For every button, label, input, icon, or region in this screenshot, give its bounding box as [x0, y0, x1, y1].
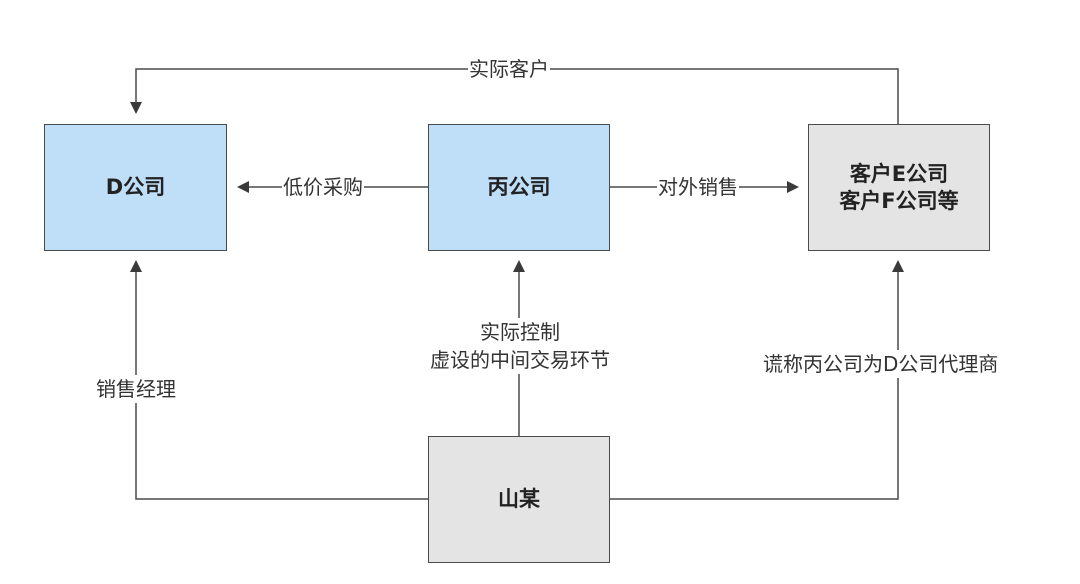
node-d-company-label: D公司 [105, 175, 166, 199]
edge-label-sales-manager: 销售经理 [95, 375, 177, 403]
edge-label-false-claim: 谎称丙公司为D公司代理商 [762, 350, 1000, 378]
node-bing-company-label: 丙公司 [487, 175, 551, 199]
edge-label-external-sales-text: 对外销售 [658, 175, 738, 199]
edge-label-actual-control: 实际控制 虚设的中间交易环节 [409, 318, 631, 374]
node-customers-line2: 客户F公司等 [839, 188, 959, 213]
edge-label-false-claim-text: 谎称丙公司为D公司代理商 [763, 352, 999, 376]
edge-sales-manager [130, 260, 428, 500]
edge-label-actual-customer-text: 实际客户 [469, 57, 549, 81]
edge-label-actual-control-line2: 虚设的中间交易环节 [430, 348, 610, 372]
node-shan: 山某 [428, 436, 610, 563]
edge-false-claim [610, 260, 904, 500]
edge-label-actual-customer: 实际客户 [468, 55, 550, 83]
node-d-company: D公司 [44, 124, 227, 251]
edge-label-external-sales: 对外销售 [657, 173, 739, 201]
node-customers: 客户E公司 客户F公司等 [808, 124, 990, 251]
edge-label-actual-control-line1: 实际控制 [480, 320, 560, 344]
node-bing-company: 丙公司 [428, 124, 610, 251]
edge-label-low-price-purchase-text: 低价采购 [283, 175, 363, 199]
node-customers-line1: 客户E公司 [849, 161, 949, 186]
node-shan-label: 山某 [498, 487, 540, 511]
edge-label-low-price-purchase: 低价采购 [282, 173, 364, 201]
edge-label-sales-manager-text: 销售经理 [96, 377, 176, 401]
